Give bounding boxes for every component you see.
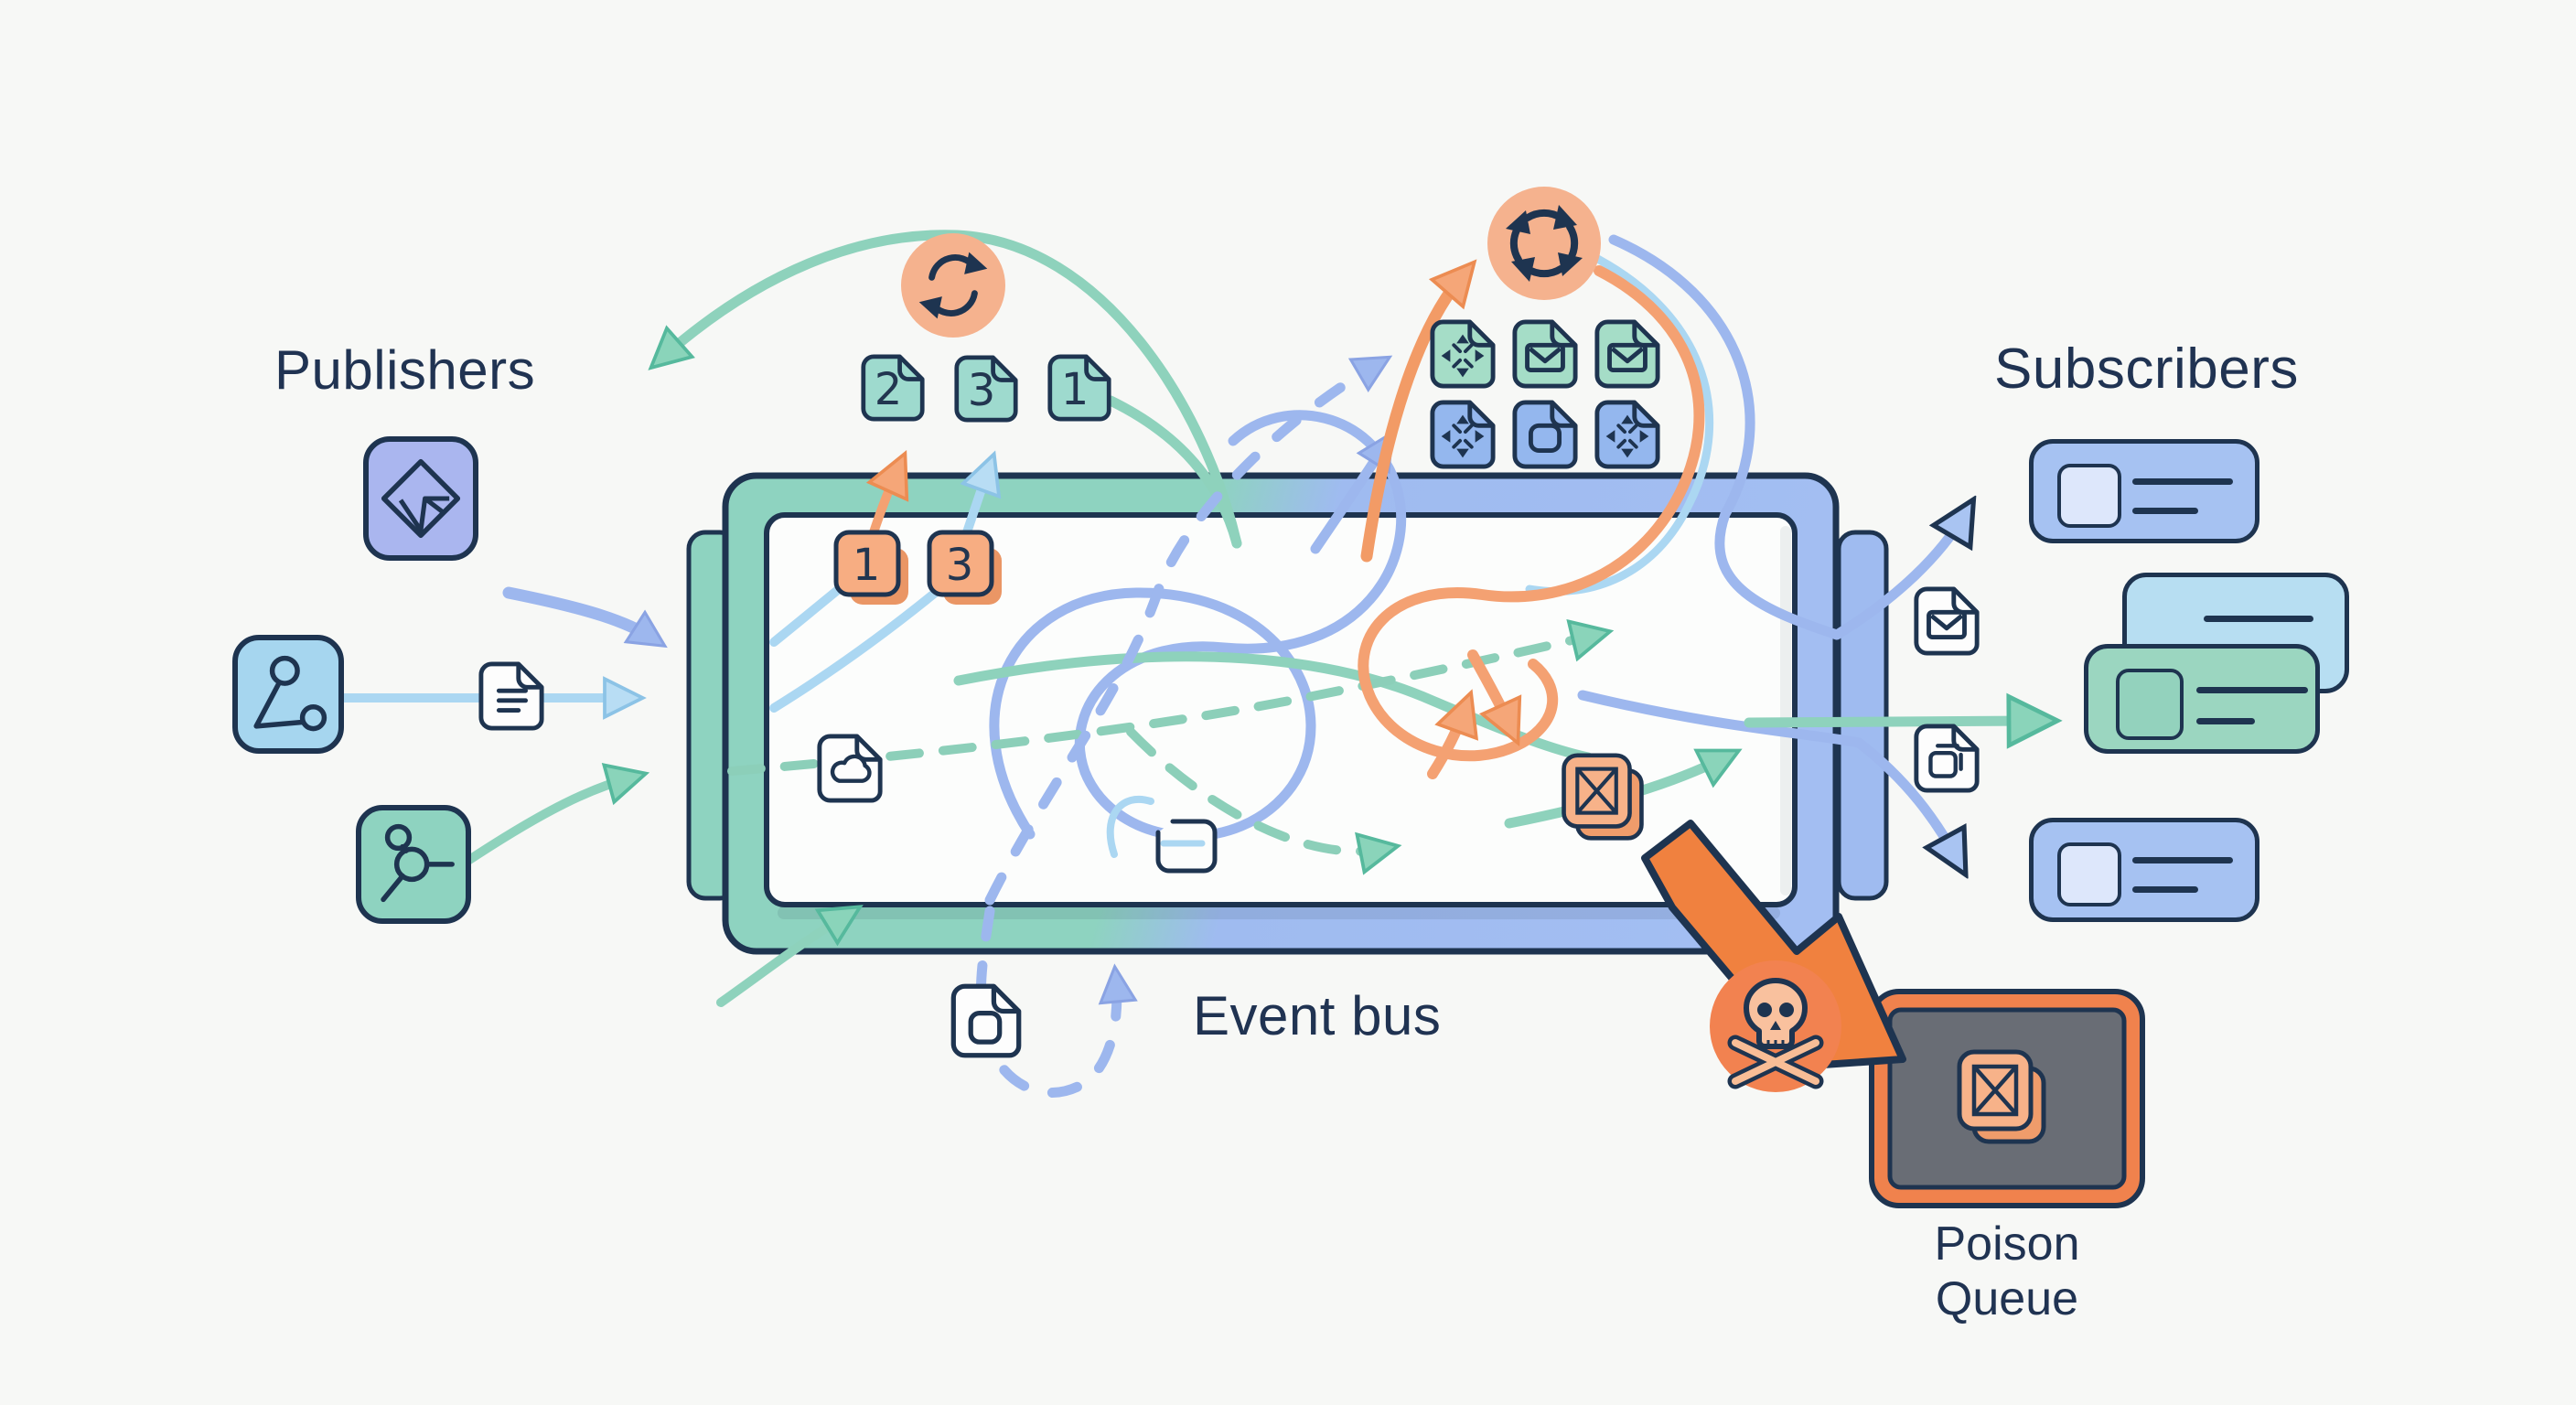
envelope-file-icon (1912, 585, 1981, 657)
document-lines-icon (478, 660, 545, 732)
card-thumbnail (2116, 669, 2184, 740)
queued-message-file: 2 (860, 353, 926, 423)
refresh-cycle-icon (901, 233, 1005, 338)
scatter-file-icon (1429, 318, 1497, 390)
poison-queue-label: Poison Queue (1934, 1217, 2080, 1325)
skull-crossbones-icon (1710, 960, 1841, 1092)
subscribers-heading: Subscribers (1994, 338, 2299, 401)
publisher-service-3 (356, 805, 471, 924)
rotate-arrows-icon (1487, 187, 1601, 300)
publisher1-arrow (502, 586, 668, 649)
subscriber-card-2 (2084, 644, 2320, 754)
poison-message-icon (1959, 1052, 2044, 1142)
inflight-message: 1 (832, 529, 915, 611)
retry-cycle-arrow (1360, 259, 1477, 563)
subscriber3-arrow (1577, 690, 1958, 860)
poison-queue-box (1869, 989, 2145, 1208)
publisher-service-1 (363, 436, 478, 561)
redelivery-loop (975, 906, 1138, 1098)
card-thumbnail (2057, 842, 2121, 906)
publishers-heading: Publishers (274, 339, 536, 401)
event-bus-label: Event bus (1193, 985, 1442, 1046)
scatter-file-icon (1429, 399, 1497, 470)
poison-message-icon (1564, 756, 1642, 838)
publisher3-arrow (462, 778, 631, 866)
subscriber2-arrow (1744, 721, 2038, 723)
queued-message-file: 3 (953, 354, 1019, 424)
scatter-file-icon (1594, 399, 1661, 470)
flow-lines (305, 230, 2038, 1098)
cloud-file-icon (814, 733, 886, 804)
tray-icon (1151, 809, 1224, 878)
publisher-service-2 (232, 635, 344, 754)
message-number: 2 (874, 364, 903, 415)
message-number: 3 (967, 365, 996, 416)
envelope-file-icon (1511, 318, 1579, 390)
bus-right-tab (1836, 530, 1889, 901)
package-file-icon (950, 982, 1023, 1059)
bus-inner-panel (764, 512, 1798, 907)
subscriber-card-1 (2029, 439, 2259, 543)
message-number: 1 (1060, 364, 1089, 415)
row2-arrow (1310, 430, 1394, 554)
envelope-file-icon (1594, 318, 1661, 390)
subscriber1-arrow (1608, 234, 1965, 640)
queued-message-file: 1 (1046, 353, 1112, 423)
message-number: 1 (852, 540, 881, 591)
copy-file-icon (1912, 723, 1981, 794)
square-file-icon (1511, 399, 1579, 470)
inflight-message: 3 (926, 529, 1008, 611)
card-thumbnail (2057, 464, 2121, 528)
subscriber-card-3 (2029, 818, 2259, 922)
message-number: 3 (945, 540, 974, 591)
